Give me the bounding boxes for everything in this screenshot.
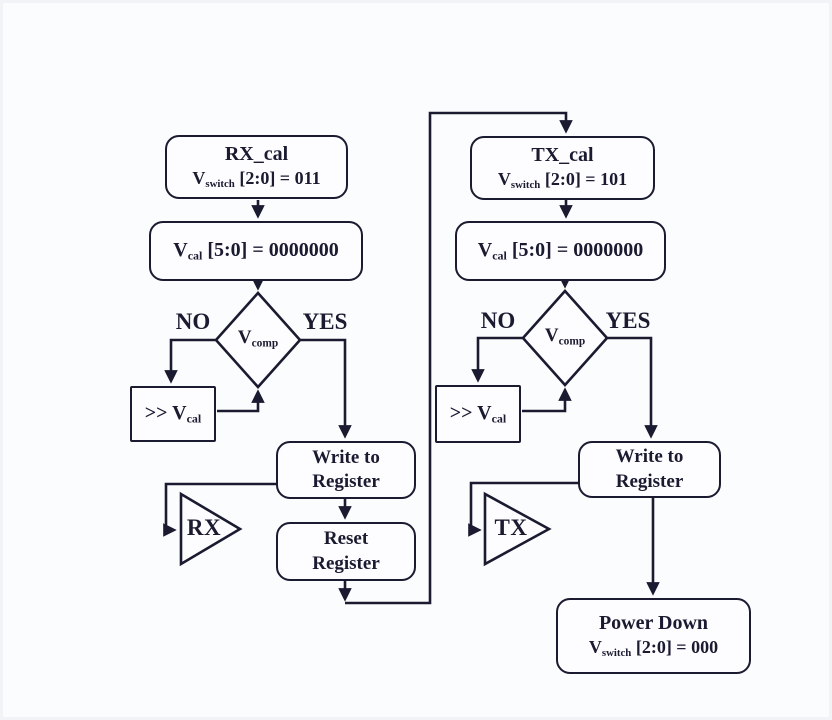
decision-diamond-rx (214, 291, 302, 389)
label-vcomp-rx: Vcomp (237, 327, 279, 350)
amp-triangle-tx (483, 491, 552, 567)
node-rx-cal: RX_cal Vswitch [2:0] = 011 (165, 135, 348, 199)
node-reset-register: Reset Register (276, 522, 416, 581)
node-vcal-init-rx: Vcal [5:0] = 0000000 (149, 221, 363, 281)
label-tx-amp: TX (494, 515, 528, 540)
node-write-register-rx: Write to Register (276, 441, 416, 499)
node-shift-vcal-rx: >> Vcal (130, 386, 216, 442)
node-vcal-init-tx: Vcal [5:0] = 0000000 (455, 221, 666, 281)
connector-write-to-rx-amp (163, 482, 276, 537)
connector-write-to-tx-amp (468, 481, 578, 537)
label-yes-tx: YES (605, 308, 651, 333)
reset-register-line2: Register (312, 552, 380, 574)
label-yes-rx: YES (302, 309, 348, 334)
power-down-title: Power Down (598, 611, 709, 634)
tx-cal-expression: Vswitch [2:0] = 101 (497, 169, 628, 192)
arrow-shift-loop-tx (522, 387, 572, 413)
write-register-rx-line1: Write to (312, 446, 380, 468)
write-register-tx-line2: Register (615, 470, 684, 492)
shift-vcal-rx-expression: >> Vcal (144, 402, 202, 426)
label-rx-amp: RX (186, 515, 222, 540)
node-tx-cal: TX_cal Vswitch [2:0] = 101 (470, 136, 655, 200)
arrow-no-branch-tx (471, 336, 523, 383)
arrow-yes-branch-tx (607, 336, 658, 439)
arrow-shift-loop-rx (217, 389, 265, 413)
power-down-expression: Vswitch [2:0] = 000 (588, 637, 719, 660)
node-write-register-tx: Write to Register (578, 441, 721, 498)
amp-triangle-rx (179, 491, 243, 567)
rx-cal-expression: Vswitch [2:0] = 011 (192, 168, 321, 191)
connector-reset-to-txcal (345, 111, 573, 605)
vcal-init-rx-expression: Vcal [5:0] = 0000000 (173, 239, 339, 263)
write-register-tx-line1: Write to (615, 446, 684, 468)
vcal-init-tx-expression: Vcal [5:0] = 0000000 (477, 239, 644, 263)
reset-register-line1: Reset (323, 528, 369, 550)
rx-cal-title: RX_cal (224, 142, 289, 165)
label-no-rx: NO (175, 309, 211, 334)
label-no-tx: NO (480, 308, 516, 333)
write-register-rx-line2: Register (312, 471, 380, 492)
arrow-no-branch-rx (164, 338, 216, 384)
shift-vcal-tx-expression: >> Vcal (449, 402, 507, 426)
label-vcomp-tx: Vcomp (544, 325, 586, 348)
node-shift-vcal-tx: >> Vcal (435, 385, 521, 443)
node-power-down: Power Down Vswitch [2:0] = 000 (556, 598, 751, 674)
arrow-yes-branch-rx (300, 338, 352, 439)
tx-cal-title: TX_cal (531, 143, 594, 166)
connector-layer (163, 111, 660, 605)
decision-diamond-tx (521, 289, 609, 387)
